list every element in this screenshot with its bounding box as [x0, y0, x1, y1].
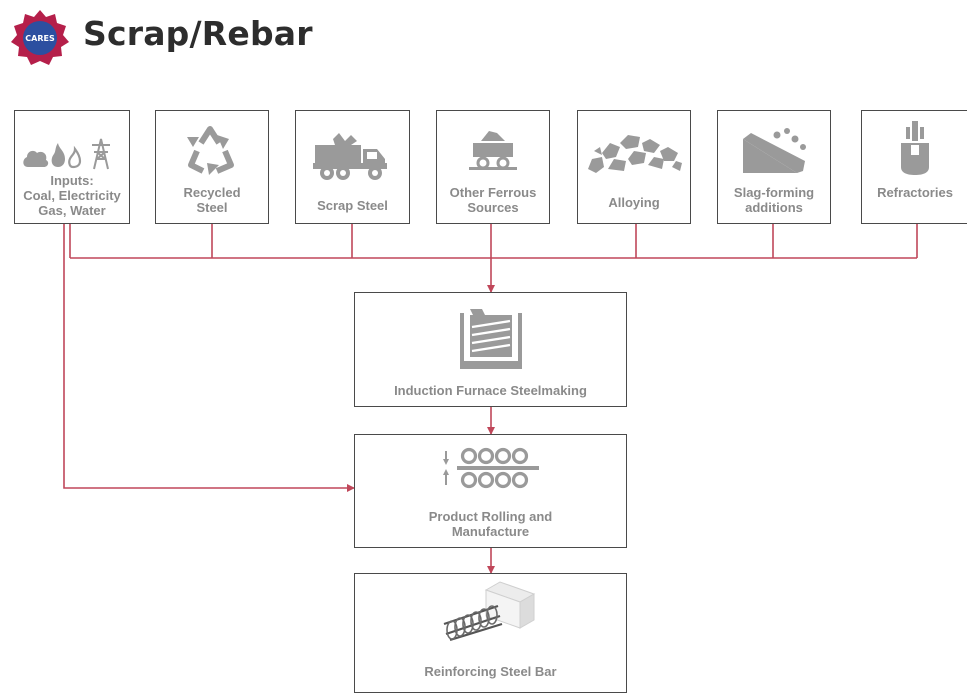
fuel-utilities-icon: [23, 138, 110, 170]
box-label-line: Scrap Steel: [317, 198, 388, 213]
ore-cart-icon: [469, 131, 517, 170]
conveyor-icon: [743, 128, 806, 173]
box-label-line: Other Ferrous: [449, 185, 537, 200]
induction-furnace-icon: [459, 309, 522, 369]
input-box-utilities: Inputs: Coal, Electricity Gas, Water: [14, 110, 130, 224]
box-label-line: Manufacture: [451, 524, 530, 539]
input-box-alloying: Alloying: [577, 110, 691, 224]
box-label-line: additions: [745, 200, 803, 215]
box-label-line: Sources: [467, 200, 519, 215]
input-box-recycled-steel: Recycled Steel: [155, 110, 269, 224]
logo-text: CARES: [25, 34, 55, 43]
cares-logo: CARES: [11, 10, 69, 65]
recycle-icon: [187, 126, 234, 175]
process-box-rolling: Product Rolling and Manufacture: [354, 434, 627, 548]
input-box-scrap-steel: Scrap Steel: [295, 110, 410, 224]
box-label-line: Inputs:: [50, 173, 94, 188]
ladle-icon: [901, 121, 929, 175]
box-label-line: Product Rolling and: [428, 509, 553, 524]
box-label-line: Recycled: [183, 185, 241, 200]
box-label-line: Induction Furnace Steelmaking: [394, 383, 587, 398]
arrow-inputs-to-rolling: [63, 224, 355, 492]
dump-truck-icon: [312, 133, 387, 180]
box-label-line: Coal, Electricity: [23, 188, 121, 203]
box-label-line: Alloying: [608, 195, 660, 210]
box-label-line: Slag-forming: [733, 185, 815, 200]
box-label-line: Reinforcing Steel Bar: [424, 664, 557, 679]
box-label-line: Gas, Water: [38, 203, 106, 218]
alloy-pile-icon: [588, 135, 682, 173]
input-box-slag-forming: Slag-forming additions: [717, 110, 831, 224]
process-box-induction-furnace: Induction Furnace Steelmaking: [354, 292, 627, 407]
page-title: Scrap/Rebar: [83, 14, 313, 53]
rolling-mill-icon: [442, 447, 539, 489]
input-box-other-ferrous: Other Ferrous Sources: [436, 110, 550, 224]
process-box-rebar: Reinforcing Steel Bar: [354, 573, 627, 693]
box-label-line: Steel: [196, 200, 228, 215]
rebar-icon: [443, 581, 535, 642]
input-box-refractories: Refractories: [861, 110, 967, 224]
box-label-line: Refractories: [877, 185, 953, 200]
